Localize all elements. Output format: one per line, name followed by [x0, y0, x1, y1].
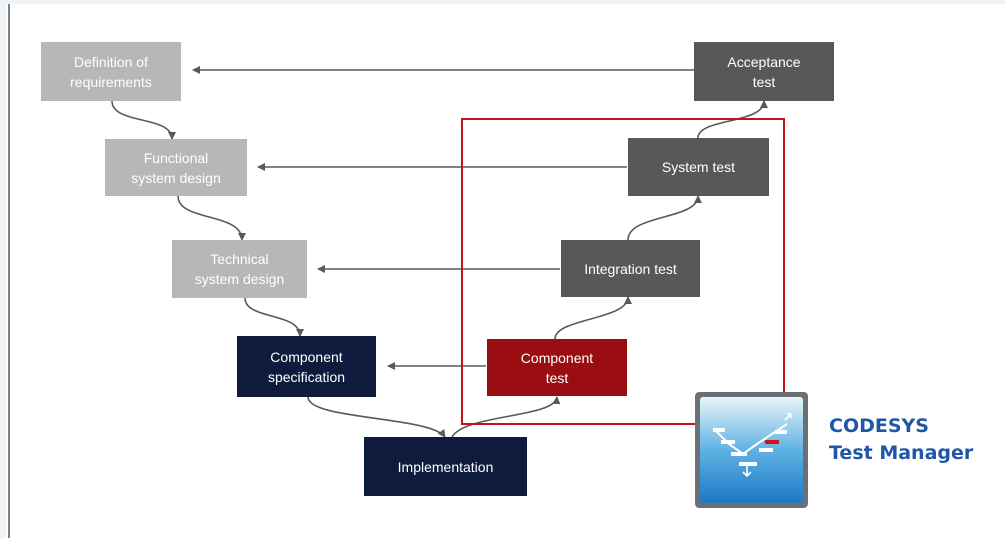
functional-system-design-box: Functional system design — [105, 139, 247, 196]
implementation-box: Implementation — [364, 437, 527, 496]
system-test-box: System test — [628, 138, 769, 196]
curve-req-to-func — [111, 100, 176, 140]
product-name: CODESYS Test Manager — [829, 413, 973, 467]
product-name-line1: CODESYS — [829, 415, 929, 437]
highlight-frame — [461, 118, 785, 425]
curve-system-to-acceptance — [697, 100, 768, 139]
test-manager-logo-icon — [695, 392, 808, 508]
curve-func-to-tech — [177, 195, 246, 241]
integration-test-box: Integration test — [561, 240, 700, 297]
curve-spec-to-impl — [307, 396, 446, 438]
acceptance-test-box: Acceptance test — [694, 42, 834, 101]
component-specification-box: Component specification — [237, 336, 376, 397]
curve-integration-to-system — [627, 195, 702, 241]
curve-impl-to-comptest — [451, 396, 561, 438]
curve-tech-to-spec — [244, 297, 304, 337]
technical-system-design-box: Technical system design — [172, 240, 307, 298]
curve-comptest-to-integration — [554, 296, 632, 340]
component-test-box: Component test — [487, 339, 627, 396]
product-name-line2: Test Manager — [829, 442, 974, 464]
definition-of-requirements-box: Definition of requirements — [41, 42, 181, 101]
